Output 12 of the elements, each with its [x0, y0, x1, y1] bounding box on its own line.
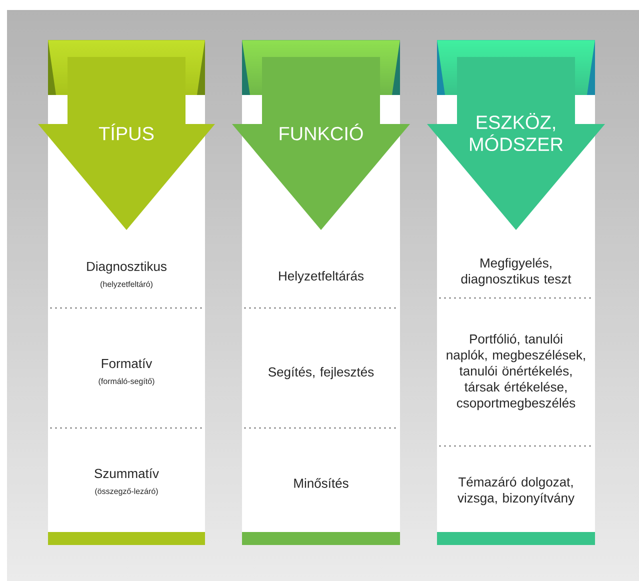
cell-text: Minősítés — [294, 478, 348, 488]
cell-text: Segítés, fejlesztés — [268, 366, 374, 380]
cell-text: Helyzetfeltárás — [279, 270, 364, 284]
cell-text: Portfólió, tanulói naplók, megbeszélések, tanulói önértékelés, társak értékelése, csoportmegbeszélés — [446, 334, 585, 410]
arrow-banner: TÍPUS — [38, 40, 215, 230]
cell-text: Szummatív (összegző-lezáró) — [94, 468, 159, 496]
arrow-banner: FUNKCIÓ — [232, 40, 410, 230]
cell-text: Diagnosztikus (helyzetfeltáró) — [87, 261, 166, 289]
cell-text: Megfigyelés, diagnosztikus teszt — [461, 258, 572, 286]
cell-text: Formatív (formáló-segítő) — [98, 358, 154, 386]
cell-text: Témazáró dolgozat, vizsga, bizonyítvány — [458, 476, 574, 506]
arrow-banner: ESZKÖZ, MÓDSZER — [427, 40, 605, 230]
